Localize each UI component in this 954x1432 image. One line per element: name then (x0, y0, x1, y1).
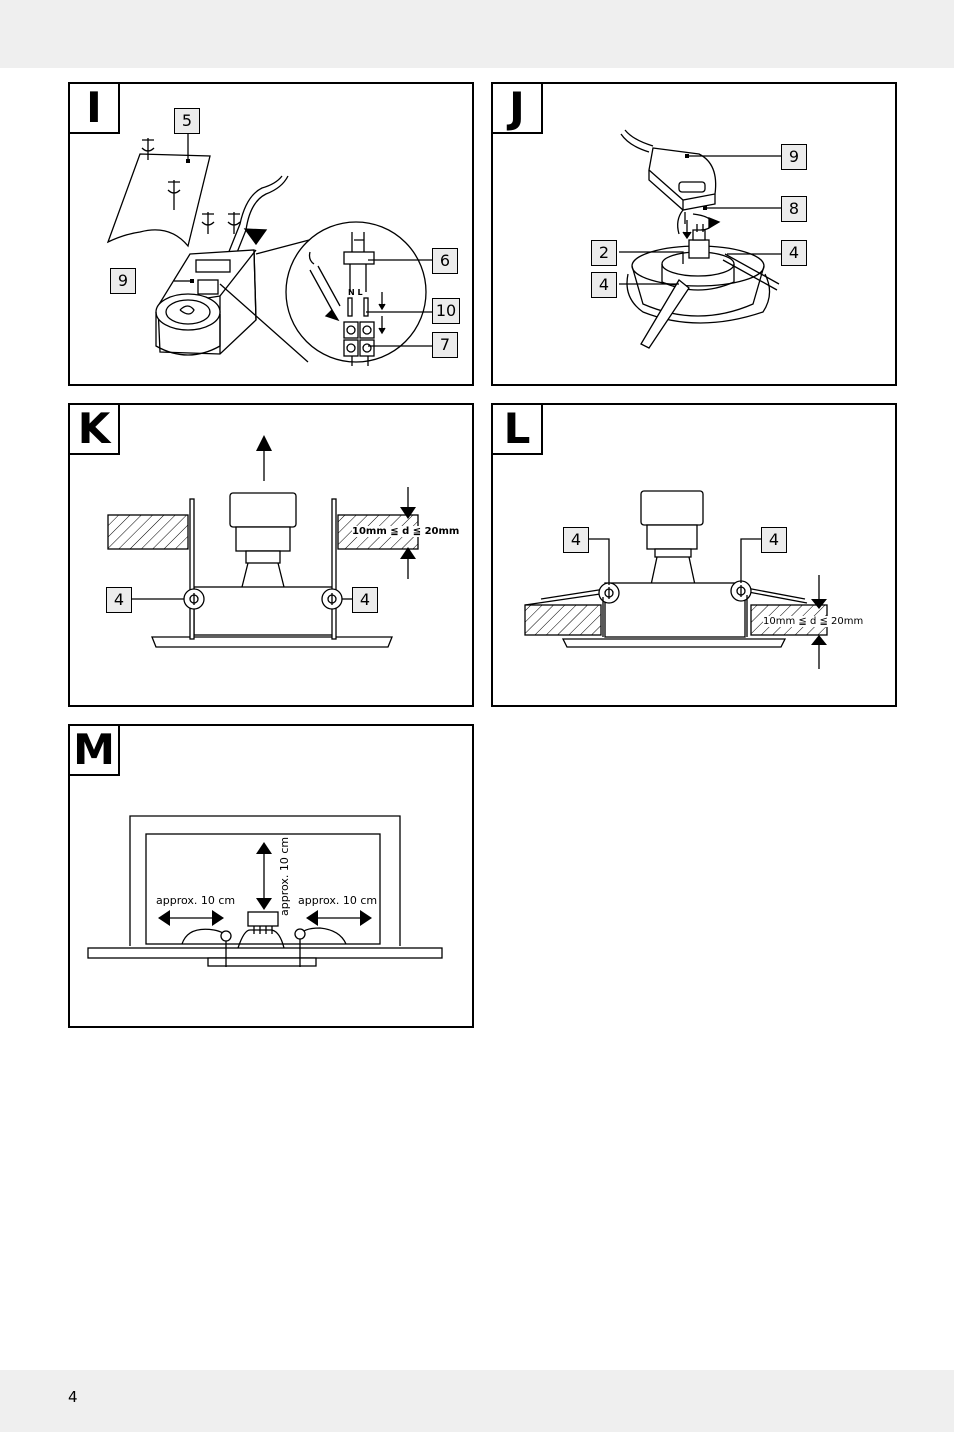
callout-6: 6 (432, 248, 458, 274)
callout-4-left: 4 (106, 587, 132, 613)
panel-m: M approx. 10 cm approx. 10 cm approx. 10… (68, 724, 474, 1028)
distance-label-left: approx. 10 cm (156, 894, 236, 907)
panel-i: I 5 9 6 10 7 N L (68, 82, 474, 386)
panel-j: J 9 8 2 4 4 (491, 82, 897, 386)
panel-tag: K (68, 403, 120, 455)
distance-label-right: approx. 10 cm (298, 894, 378, 907)
callout-5: 5 (174, 108, 200, 134)
callout-4-left: 4 (563, 527, 589, 553)
callout-4-right: 4 (352, 587, 378, 613)
callout-10: 10 (432, 298, 460, 324)
callout-9: 9 (110, 268, 136, 294)
bottom-band (0, 1370, 954, 1432)
dimension-label: 10mm ≦ d ≦ 20mm (352, 526, 460, 537)
figure-i-illustration (106, 134, 432, 366)
figure-m-illustration (87, 815, 443, 967)
panel-tag: M (68, 724, 120, 776)
callout-4-right: 4 (781, 240, 807, 266)
terminal-labels: N L (348, 288, 363, 297)
callout-8: 8 (781, 196, 807, 222)
panel-tag: J (491, 82, 543, 134)
callout-9: 9 (781, 144, 807, 170)
panel-tag: I (68, 82, 120, 134)
top-band (0, 0, 954, 68)
figure-l-illustration (524, 490, 828, 669)
callout-7: 7 (432, 332, 458, 358)
callout-4-left: 4 (591, 272, 617, 298)
callout-4-right: 4 (761, 527, 787, 553)
distance-label-top: approx. 10 cm (278, 836, 291, 916)
figure-j-illustration (619, 129, 781, 349)
dimension-label: 10mm ≦ d ≦ 20mm (763, 616, 864, 627)
figure-k-illustration (107, 435, 419, 648)
callout-2: 2 (591, 240, 617, 266)
panel-l: L 4 4 10mm ≦ d ≦ 20mm (491, 403, 897, 707)
page-number: 4 (68, 1388, 78, 1406)
panel-k: K 4 4 10mm ≦ d ≦ 20mm (68, 403, 474, 707)
panel-tag: L (491, 403, 543, 455)
